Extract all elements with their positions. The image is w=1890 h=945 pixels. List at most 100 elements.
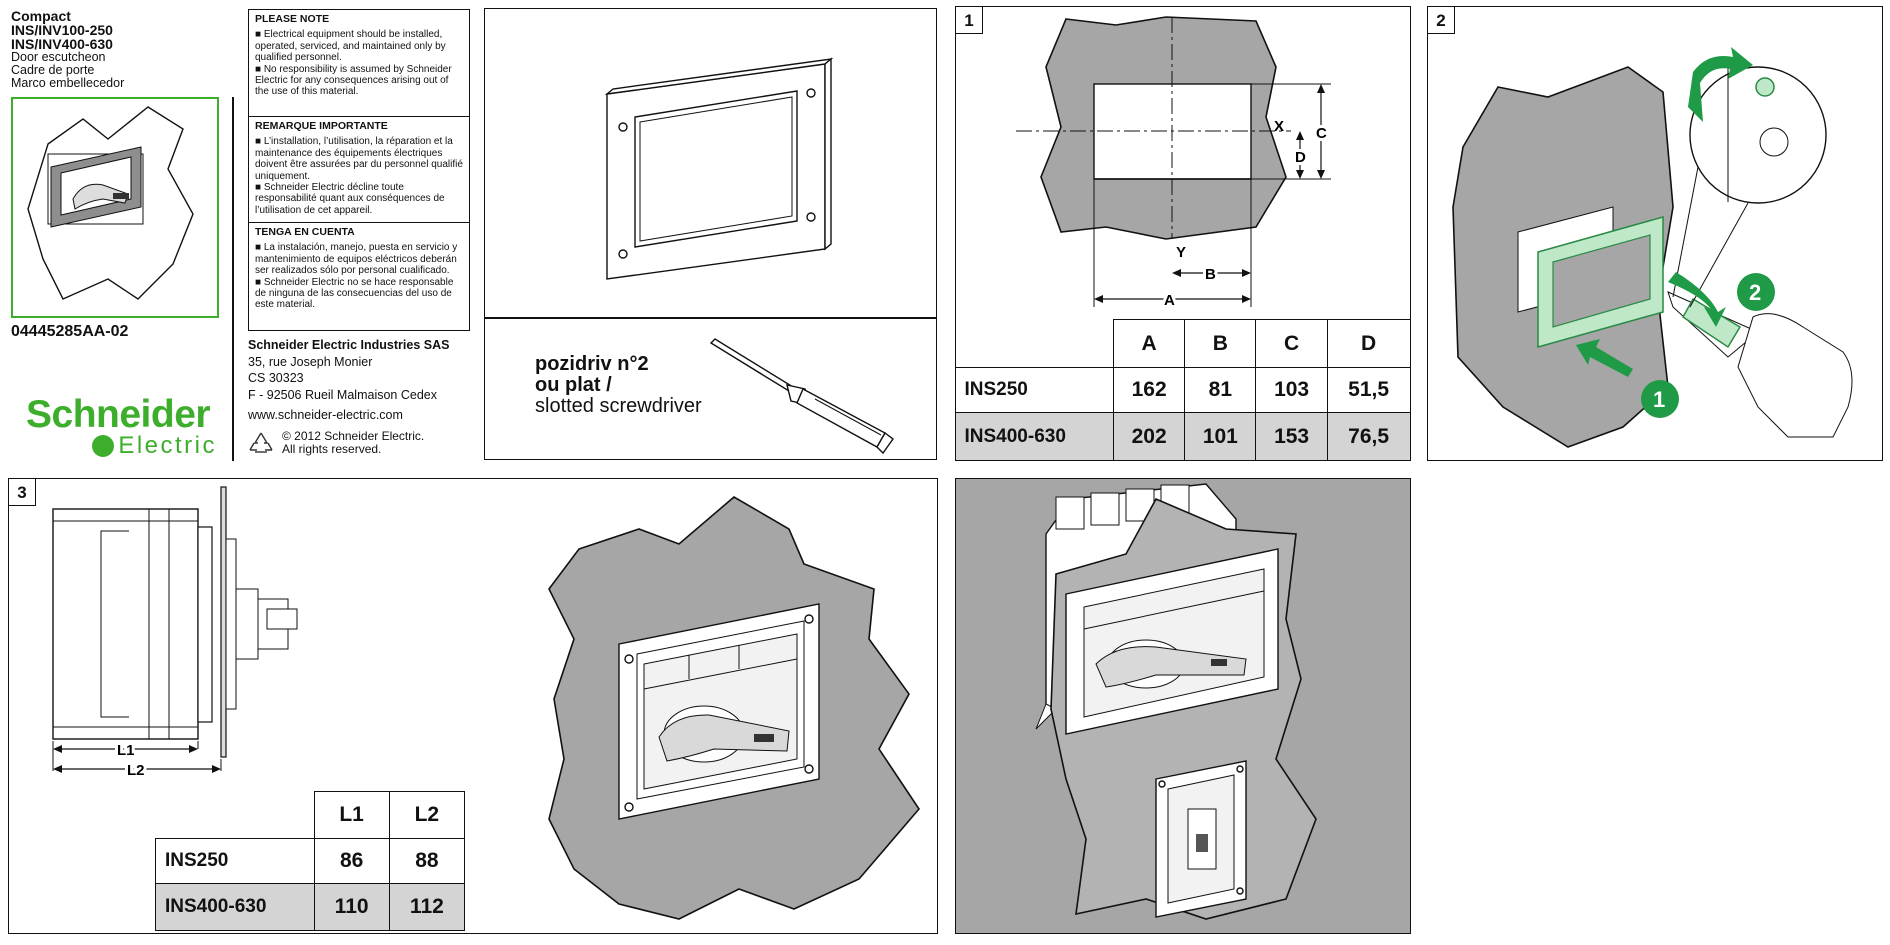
col-header-b: B [1184, 319, 1257, 368]
final-assembly-illustration [1035, 483, 1317, 920]
step-3-panel: 3 L1 L2 L1 L2 INS250 86 88 [8, 478, 938, 934]
table-corner [955, 319, 1114, 368]
callout-1: 1 [1653, 387, 1665, 412]
row-label: INS250 [954, 367, 1114, 413]
product-thumbnail [11, 97, 219, 318]
company-address-3: F - 92506 Rueil Malmaison Cedex [248, 387, 437, 402]
cutout-drawing: X Y A B C D [1016, 16, 1331, 312]
note-en-line-2: ■ No responsibility is assumed by Schnei… [255, 63, 452, 98]
copyright-line-2: All rights reserved. [282, 442, 382, 456]
table-cell: 112 [388, 883, 466, 931]
note-en-line-1: ■ Electrical equipment should be install… [255, 29, 446, 64]
callout-2: 2 [1749, 280, 1761, 305]
step-1-number: 1 [955, 6, 983, 34]
depth-dimensions-table: L1 L2 INS250 86 88 INS400-630 110 112 [155, 791, 466, 931]
side-view-drawing: L1 L2 [52, 486, 298, 779]
escutcheon-panel: pozidriv n°2 ou plat / slotted screwdriv… [484, 8, 937, 460]
row-label: INS400-630 [155, 883, 315, 931]
step-2-panel: 2 1 2 [1427, 6, 1883, 461]
note-es: TENGA EN CUENTA ■ La instalación, manejo… [249, 222, 469, 313]
note-es-line-2: ■ Schneider Electric no se hace responsa… [255, 276, 454, 311]
tool-line-2: ou plat / [535, 374, 612, 396]
document-title: Compact INS/INV100-250 INS/INV400-630 Do… [11, 9, 124, 90]
col-header-l2: L2 [388, 791, 466, 839]
final-view-panel [955, 478, 1411, 934]
dim-a-label: A [1164, 292, 1175, 309]
row-label: INS400-630 [954, 412, 1114, 461]
dim-b-label: B [1205, 266, 1216, 283]
title-line-2: INS/INV100-250 [11, 22, 113, 38]
table-corner [155, 791, 315, 839]
col-header-d: D [1326, 319, 1411, 368]
tool-label: pozidriv n°2 ou plat / slotted screwdriv… [535, 354, 702, 417]
mounted-escutcheon-illustration [548, 496, 921, 920]
col-header-c: C [1255, 319, 1328, 368]
brand-name: Schneider [26, 393, 211, 436]
company-info: Schneider Electric Industries SAS 35, ru… [248, 337, 449, 424]
brand-sub: Electric [118, 432, 217, 459]
tool-line-1: pozidriv n°2 [535, 353, 649, 375]
note-en-title: PLEASE NOTE [255, 13, 330, 25]
title-line-1: Compact [11, 8, 71, 24]
table-cell: 202 [1112, 412, 1186, 461]
step-3-number: 3 [8, 478, 36, 506]
callout-1-bg [1641, 380, 1679, 418]
note-en: PLEASE NOTE ■ Electrical equipment shoul… [249, 10, 469, 116]
title-line-3: INS/INV400-630 [11, 36, 113, 52]
header-divider [232, 97, 234, 461]
dim-c-label: C [1316, 125, 1327, 142]
step-2-number: 2 [1427, 6, 1455, 34]
company-name: Schneider Electric Industries SAS [248, 338, 450, 352]
note-es-title: TENGA EN CUENTA [255, 226, 355, 238]
table-cell: 103 [1255, 367, 1328, 413]
note-es-line-1: ■ La instalación, manejo, puesta en serv… [255, 242, 458, 277]
subtitle-line-3: Marco embellecedor [11, 76, 125, 90]
dim-l2-label: L2 [127, 762, 145, 779]
recycle-icon [249, 432, 273, 453]
tool-line-3: slotted screwdriver [535, 395, 702, 417]
table-row: INS400-630 110 112 [155, 883, 466, 931]
table-cell: 88 [388, 838, 466, 884]
table-cell: 153 [1255, 412, 1328, 461]
cutout-dimensions-table: A B C D INS250 162 81 103 51,5 INS400-63… [954, 319, 1411, 461]
table-cell: 51,5 [1326, 367, 1411, 413]
table-cell: 101 [1184, 412, 1257, 461]
col-header-a: A [1112, 319, 1186, 368]
company-address-2: CS 30323 [248, 371, 304, 385]
table-cell: 110 [313, 883, 390, 931]
copyright: © 2012 Schneider Electric. All rights re… [246, 430, 424, 456]
table-cell: 76,5 [1326, 412, 1411, 461]
table-cell: 162 [1112, 367, 1186, 413]
reference-number: 04445285AA-02 [11, 323, 129, 340]
callout-2-bg [1737, 273, 1775, 311]
col-header-l1: L1 [313, 791, 390, 839]
thumbnail-illustration [27, 106, 194, 300]
note-fr-line-2: ■ Schneider Electric décline toute respo… [255, 182, 445, 216]
brand-logo-icon [92, 435, 115, 457]
table-cell: 86 [313, 838, 390, 884]
dim-d-label: D [1295, 149, 1306, 166]
row-label: INS250 [155, 838, 315, 884]
table-row: INS250 86 88 [155, 838, 466, 884]
note-fr: REMARQUE IMPORTANTE ■ L’installation, l’… [249, 116, 469, 222]
panel-divider [485, 317, 936, 319]
dim-y-label: Y [1176, 244, 1186, 261]
note-fr-title: REMARQUE IMPORTANTE [255, 120, 388, 132]
subtitle-line-1: Door escutcheon [11, 50, 106, 64]
brand-logo: Schneider Electric [26, 393, 221, 459]
company-address-1: 35, rue Joseph Monier [248, 354, 373, 369]
installation-illustration: 1 2 [1452, 47, 1853, 448]
dim-x-label: X [1274, 118, 1284, 135]
company-website[interactable]: www.schneider-electric.com [248, 408, 403, 422]
dim-l1-label: L1 [117, 742, 135, 759]
safety-notes: PLEASE NOTE ■ Electrical equipment shoul… [248, 9, 470, 331]
step-1-panel: 1 X Y A B C D A B C D INS250 [954, 6, 1411, 461]
escutcheon-illustration [604, 57, 834, 280]
screwdriver-icon [709, 338, 894, 455]
table-cell: 81 [1184, 367, 1257, 413]
subtitle-line-2: Cadre de porte [11, 63, 95, 77]
note-fr-line-1: ■ L’installation, l’utilisation, la répa… [255, 136, 463, 182]
copyright-line-1: © 2012 Schneider Electric. [282, 429, 425, 443]
table-row: INS400-630 202 101 153 76,5 [954, 412, 1411, 461]
table-row: INS250 162 81 103 51,5 [954, 367, 1411, 413]
